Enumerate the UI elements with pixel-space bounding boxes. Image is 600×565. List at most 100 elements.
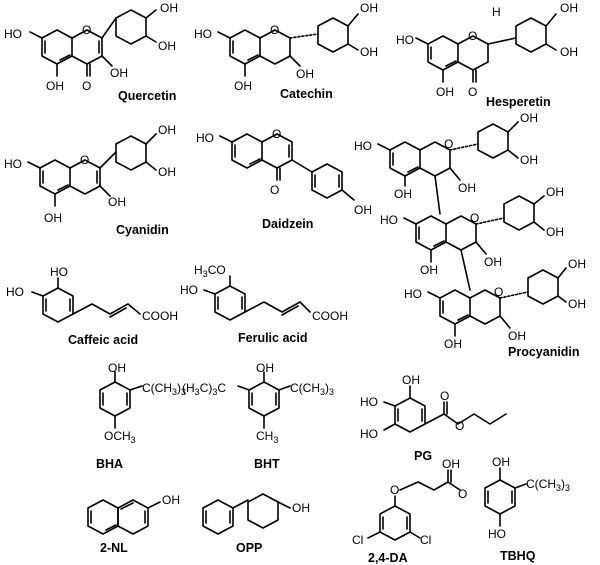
- cyanidin-oh-5: OH: [44, 211, 62, 225]
- cyanidin-oh-3p: OH: [158, 165, 176, 179]
- procyanidin-structure: [377, 121, 567, 337]
- bht-structure: [237, 371, 291, 429]
- catechin-oh-3p: OH: [360, 45, 378, 59]
- 24da-structure: [367, 469, 461, 541]
- daidzein-structure: [219, 133, 355, 201]
- label-pg: PG: [414, 449, 432, 463]
- procyanidin-u1-oh-3p: OH: [520, 153, 538, 167]
- pg-oh-top: OH: [402, 373, 420, 387]
- label-ferulic-acid: Ferulic acid: [238, 331, 307, 345]
- label-caffeic-acid: Caffeic acid: [68, 333, 138, 347]
- cyanidin-structure: [27, 133, 157, 207]
- opp-oh: OH: [292, 501, 310, 515]
- ferulic-oh-4: HO: [180, 283, 198, 297]
- quercetin-oh-5: OH: [46, 79, 64, 93]
- procyanidin-u3-oh-3: OH: [508, 329, 526, 343]
- ferulic-h3co: H3CO: [194, 263, 226, 279]
- ferulic-cooh: COOH: [312, 309, 348, 323]
- label-catechin: Catechin: [280, 87, 333, 101]
- pg-structure: [383, 385, 507, 433]
- procyanidin-u1-oh-3: OH: [458, 181, 476, 195]
- bht-tbu-left: (H3C)3C: [182, 381, 226, 397]
- bht-ch3: CH3: [256, 429, 278, 445]
- label-hesperetin: Hesperetin: [486, 95, 551, 109]
- hesperetin-keto-o: O: [468, 85, 477, 99]
- label-cyanidin: Cyanidin: [116, 223, 169, 237]
- daidzein-ring-o: O: [272, 127, 281, 141]
- 2nl-oh: OH: [162, 493, 180, 507]
- catechin-ring-o: O: [270, 23, 279, 37]
- procyanidin-u3-ring-o: O: [494, 285, 503, 299]
- procyanidin-u3-oh-3p: OH: [568, 297, 586, 311]
- procyanidin-u2-oh-3: OH: [484, 255, 502, 269]
- label-bht: BHT: [254, 457, 280, 471]
- caffeic-acid-structure: [31, 277, 141, 323]
- tbhq-structure: [484, 467, 527, 527]
- quercetin-keto-o: O: [82, 79, 91, 93]
- pg-oh-mid: HO: [360, 395, 378, 409]
- procyanidin-u3-oh-5: OH: [444, 337, 462, 351]
- hesperetin-oh-3p: OH: [560, 45, 578, 59]
- daidzein-oh-4p: OH: [354, 203, 372, 217]
- procyanidin-u1-oh-4p: OH: [520, 111, 538, 125]
- caffeic-oh-4: HO: [6, 285, 24, 299]
- bha-tbu: C(CH3)3: [142, 381, 186, 397]
- tbhq-oh-bottom: HO: [488, 527, 506, 541]
- label-daidzein: Daidzein: [262, 217, 313, 231]
- bha-structure: [99, 371, 143, 429]
- daidzein-oh-7: HO: [196, 131, 214, 145]
- procyanidin-u2-oh-3p: OH: [546, 225, 564, 239]
- pg-ester-o: O: [455, 419, 464, 433]
- cyanidin-oh-4p: OH: [158, 123, 176, 137]
- label-tbhq: TBHQ: [500, 549, 536, 563]
- ferulic-acid-structure: [203, 275, 311, 321]
- quercetin-oh-3: OH: [110, 66, 128, 80]
- procyanidin-u1-oh-7: HO: [354, 139, 372, 153]
- cyanidin-oh-3: OH: [108, 195, 126, 209]
- 24da-carbonyl-o: O: [458, 487, 467, 501]
- catechin-oh-3: OH: [296, 67, 314, 81]
- quercetin-oh-3p: OH: [158, 39, 176, 53]
- procyanidin-u2-oh-7: HO: [380, 213, 398, 227]
- 24da-ether-o: O: [390, 483, 399, 497]
- label-24da: 2,4-DA: [368, 551, 408, 565]
- cyanidin-ring-o: O: [80, 153, 89, 167]
- hesperetin-oh-4p: OH: [560, 1, 578, 15]
- hesperetin-h: H: [492, 5, 501, 19]
- opp-structure: [202, 493, 291, 535]
- quercetin-oh-4p: OH: [160, 1, 178, 15]
- pg-oh-bottom: HO: [360, 427, 378, 441]
- hesperetin-structure: [415, 13, 557, 83]
- procyanidin-u3-oh-7: HO: [404, 287, 422, 301]
- pg-carbonyl-o: O: [440, 389, 449, 403]
- caffeic-cooh: COOH: [142, 309, 178, 323]
- quercetin-ring-o: O: [82, 23, 91, 37]
- procyanidin-u2-oh-4p: OH: [546, 185, 564, 199]
- label-procyanidin: Procyanidin: [508, 345, 580, 359]
- 24da-cl-4: Cl: [352, 533, 363, 547]
- daidzein-keto-o: O: [270, 183, 279, 197]
- caffeic-oh-3: HO: [50, 265, 68, 279]
- bht-tbu-right: C(CH3)3: [290, 381, 334, 397]
- hesperetin-oh-7: HO: [396, 33, 414, 47]
- label-quercetin: Quercetin: [118, 89, 176, 103]
- procyanidin-u1-ring-o: O: [444, 137, 453, 151]
- label-2nl: 2-NL: [100, 541, 128, 555]
- quercetin-oh-7: HO: [4, 27, 22, 41]
- bha-och3: OCH3: [104, 429, 136, 445]
- 2nl-structure: [87, 499, 161, 535]
- procyanidin-u2-oh-5: OH: [420, 263, 438, 277]
- label-opp: OPP: [236, 541, 262, 555]
- procyanidin-u2-ring-o: O: [470, 211, 479, 225]
- label-bha: BHA: [96, 457, 123, 471]
- 24da-oh: OH: [442, 457, 460, 471]
- procyanidin-u1-oh-5: OH: [394, 187, 412, 201]
- catechin-oh-4p: OH: [360, 1, 378, 15]
- quercetin-structure: [29, 9, 157, 77]
- cyanidin-oh-7: HO: [4, 157, 22, 171]
- procyanidin-u3-oh-4p: OH: [568, 257, 586, 271]
- catechin-oh-5: OH: [234, 79, 252, 93]
- catechin-oh-7: HO: [194, 27, 212, 41]
